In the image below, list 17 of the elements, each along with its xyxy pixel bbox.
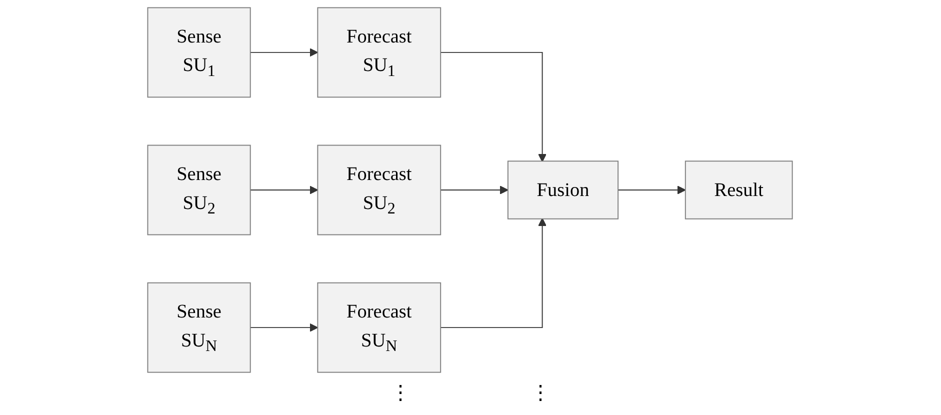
node-box: Forecast SU$_{N}$ — [318, 282, 442, 373]
node-box: Forecast SU$_{2}$ — [318, 144, 442, 236]
arrow — [440, 52, 548, 162]
node-box: Sense SU$_{2}$ — [148, 144, 252, 236]
arrow — [440, 218, 548, 328]
arrow — [618, 186, 686, 194]
node-box: Sense SU$_{N}$ — [148, 282, 252, 373]
arrow — [250, 323, 319, 332]
node-box: Result — [685, 160, 794, 220]
node-box: Fusion — [508, 160, 620, 220]
ellipsis-mark: ⋮ — [390, 381, 410, 405]
node-box: Forecast SU$_{1}$ — [318, 7, 442, 98]
arrow — [250, 186, 319, 194]
arrow — [250, 48, 319, 57]
node-box: Sense SU$_{1}$ — [148, 7, 252, 98]
ellipsis-mark: ⋮ — [530, 381, 550, 405]
arrow — [440, 186, 509, 194]
